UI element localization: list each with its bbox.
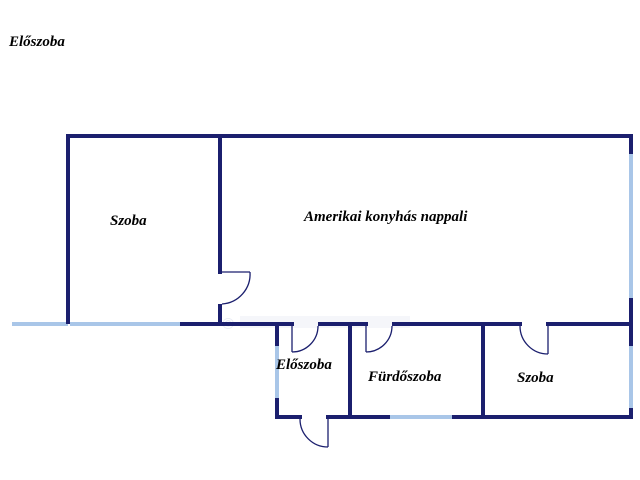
windows bbox=[12, 152, 633, 419]
door-hallway-to-living bbox=[291, 325, 319, 353]
door-bathroom bbox=[365, 325, 393, 353]
doors bbox=[220, 271, 549, 448]
room-label-bathroom: Fürdőszoba bbox=[367, 369, 442, 385]
walls bbox=[66, 134, 633, 419]
room-label-bedroom-left: Szoba bbox=[110, 213, 147, 229]
room-label-bedroom-right: Szoba bbox=[517, 370, 554, 386]
page-heading: Előszoba bbox=[9, 34, 65, 50]
door-right-room bbox=[519, 325, 549, 355]
room-label-living-room: Amerikai konyhás nappali bbox=[303, 209, 468, 225]
door-entrance bbox=[299, 418, 329, 448]
door-left-room bbox=[220, 271, 251, 305]
room-label-hallway: Előszoba bbox=[275, 357, 332, 373]
